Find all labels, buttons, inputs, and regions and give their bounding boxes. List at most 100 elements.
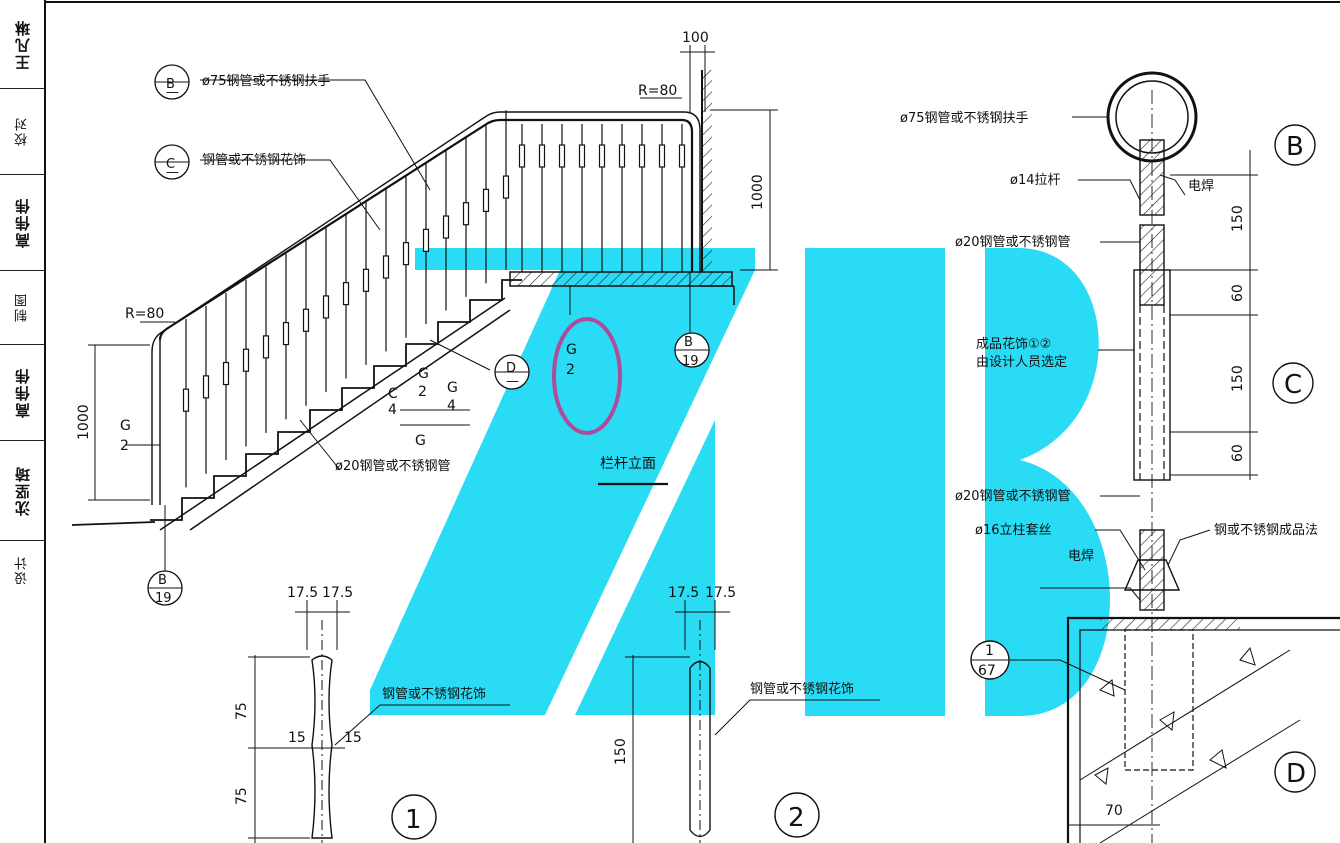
handrail-line bbox=[158, 118, 694, 341]
callout-sheet: 19 bbox=[155, 591, 172, 606]
section-mark-letter: D bbox=[1286, 759, 1306, 789]
callout-dividers bbox=[148, 81, 709, 589]
dim-value: 17.5 bbox=[668, 585, 699, 601]
dim-value: 17.5 bbox=[287, 585, 318, 601]
leader-line bbox=[714, 699, 880, 736]
baluster-ornament bbox=[222, 361, 230, 386]
callout-sheet: — bbox=[166, 85, 179, 100]
dim-value: G bbox=[447, 380, 458, 396]
section-mark-b bbox=[1274, 124, 1316, 166]
flange-label: 钢或不锈钢成品法 bbox=[1214, 523, 1318, 538]
leader-line bbox=[1159, 174, 1186, 196]
baluster-ornament bbox=[638, 144, 646, 168]
baluster-ornament bbox=[242, 348, 250, 372]
callout-letter: 1 bbox=[985, 643, 994, 659]
title-block-cell: 高伟伟 bbox=[0, 344, 44, 441]
section-mark-letter: C bbox=[1284, 370, 1302, 400]
weld-label: 电焊 bbox=[1068, 548, 1094, 564]
dim-value: G bbox=[415, 433, 426, 449]
baluster-ornament bbox=[558, 144, 566, 168]
dim-value: 17.5 bbox=[322, 585, 353, 601]
baluster-ornament bbox=[382, 255, 390, 279]
detail-2-ornament bbox=[625, 600, 880, 843]
dim-value: 150 bbox=[1230, 205, 1246, 232]
baluster-ornament bbox=[618, 144, 626, 168]
detail-number-circle bbox=[774, 792, 820, 838]
aggregate-mark bbox=[1099, 679, 1115, 697]
dim-value: 2 bbox=[566, 362, 575, 378]
baluster-ornament bbox=[538, 144, 546, 168]
landing-slab bbox=[509, 271, 733, 287]
break-line bbox=[1099, 719, 1301, 843]
leader-line bbox=[1010, 659, 1126, 691]
baluster-ornament bbox=[502, 175, 510, 199]
baluster-ornament bbox=[302, 308, 310, 332]
baluster-ornament bbox=[282, 321, 290, 346]
baluster-ornament bbox=[402, 242, 410, 266]
dim-value: 2 bbox=[120, 438, 129, 454]
detail-number: 2 bbox=[788, 803, 805, 833]
aggregate-mark bbox=[1209, 749, 1227, 769]
title-block: 王凡琳 校对 高伟伟 制图 高伟伟 沈坚琦 设计 bbox=[0, 0, 46, 843]
baluster-ornament bbox=[202, 375, 210, 399]
leader-line bbox=[334, 704, 510, 746]
dim-value: G bbox=[120, 418, 131, 434]
baluster-ornament bbox=[182, 388, 190, 412]
post-label: ø16立柱套丝 bbox=[975, 522, 1052, 538]
elevation-title: 栏杆立面 bbox=[600, 456, 656, 472]
elevation-dimensions bbox=[88, 45, 778, 501]
handrail-label: ø75钢管或不锈钢扶手 bbox=[900, 111, 1029, 126]
wall-hatch bbox=[702, 70, 712, 272]
leader-line bbox=[1078, 179, 1141, 201]
dim-value: 70 bbox=[1105, 803, 1123, 819]
baluster-ornament bbox=[422, 228, 430, 252]
baluster-ornament bbox=[678, 144, 686, 168]
aggregate-mark bbox=[1094, 767, 1109, 785]
dim-value: 17.5 bbox=[705, 585, 736, 601]
watermark-z-shape bbox=[370, 248, 755, 715]
elevation-leaders bbox=[140, 79, 691, 572]
stair-elevation bbox=[71, 70, 735, 531]
baluster-ornament bbox=[578, 144, 586, 168]
detail-number-circle bbox=[391, 794, 437, 840]
watermark-z-stroke bbox=[575, 420, 715, 715]
pipe-label: ø20钢管或不锈钢管 bbox=[955, 489, 1071, 504]
pipe-label: ø20钢管或不锈钢管 bbox=[955, 235, 1071, 250]
dim-value: G bbox=[418, 366, 429, 382]
baluster-ornament bbox=[482, 188, 490, 212]
title-block-cell: 校对 bbox=[0, 88, 44, 175]
handrail-outer-line bbox=[151, 111, 701, 353]
leader-line bbox=[200, 159, 381, 231]
radius-label: R=80 bbox=[638, 83, 677, 99]
dim-value: 150 bbox=[1230, 365, 1246, 392]
leader-line bbox=[200, 79, 431, 191]
leader-line bbox=[1040, 587, 1141, 601]
flange bbox=[1123, 559, 1181, 591]
stair-step-profile bbox=[150, 279, 522, 521]
callout-letter: C bbox=[166, 157, 175, 172]
leader-line bbox=[299, 419, 341, 471]
dim-value: 75 bbox=[234, 702, 250, 720]
baluster-ornament bbox=[362, 268, 370, 292]
slab-hatch bbox=[1100, 618, 1240, 630]
leader-line bbox=[429, 339, 491, 371]
ornament-note: 由设计人员选定 bbox=[976, 355, 1067, 370]
callout-sheet: — bbox=[166, 165, 179, 180]
tie-rod-top bbox=[1139, 139, 1165, 216]
ornament-label: 钢管或不锈钢花饰 bbox=[382, 686, 486, 702]
leader-line bbox=[1167, 529, 1211, 566]
baluster-ornament bbox=[462, 202, 470, 226]
ornament-note: 成品花饰①② bbox=[976, 336, 1051, 352]
ornament-label: 钢管或不锈钢花饰 bbox=[202, 152, 306, 168]
weld-label: 电焊 bbox=[1188, 178, 1214, 194]
highlight-ellipse bbox=[552, 317, 622, 435]
ornament-label: 钢管或不锈钢花饰 bbox=[750, 681, 854, 697]
break-line bbox=[1079, 649, 1291, 781]
baluster-label: ø20钢管或不锈钢管 bbox=[335, 459, 451, 474]
radius-label: R=80 bbox=[125, 306, 164, 322]
title-block-cell: 王凡琳 bbox=[0, 0, 44, 89]
aggregate-mark bbox=[1239, 646, 1256, 666]
stair-stringer bbox=[159, 297, 506, 531]
dim-value: 1000 bbox=[76, 404, 92, 440]
